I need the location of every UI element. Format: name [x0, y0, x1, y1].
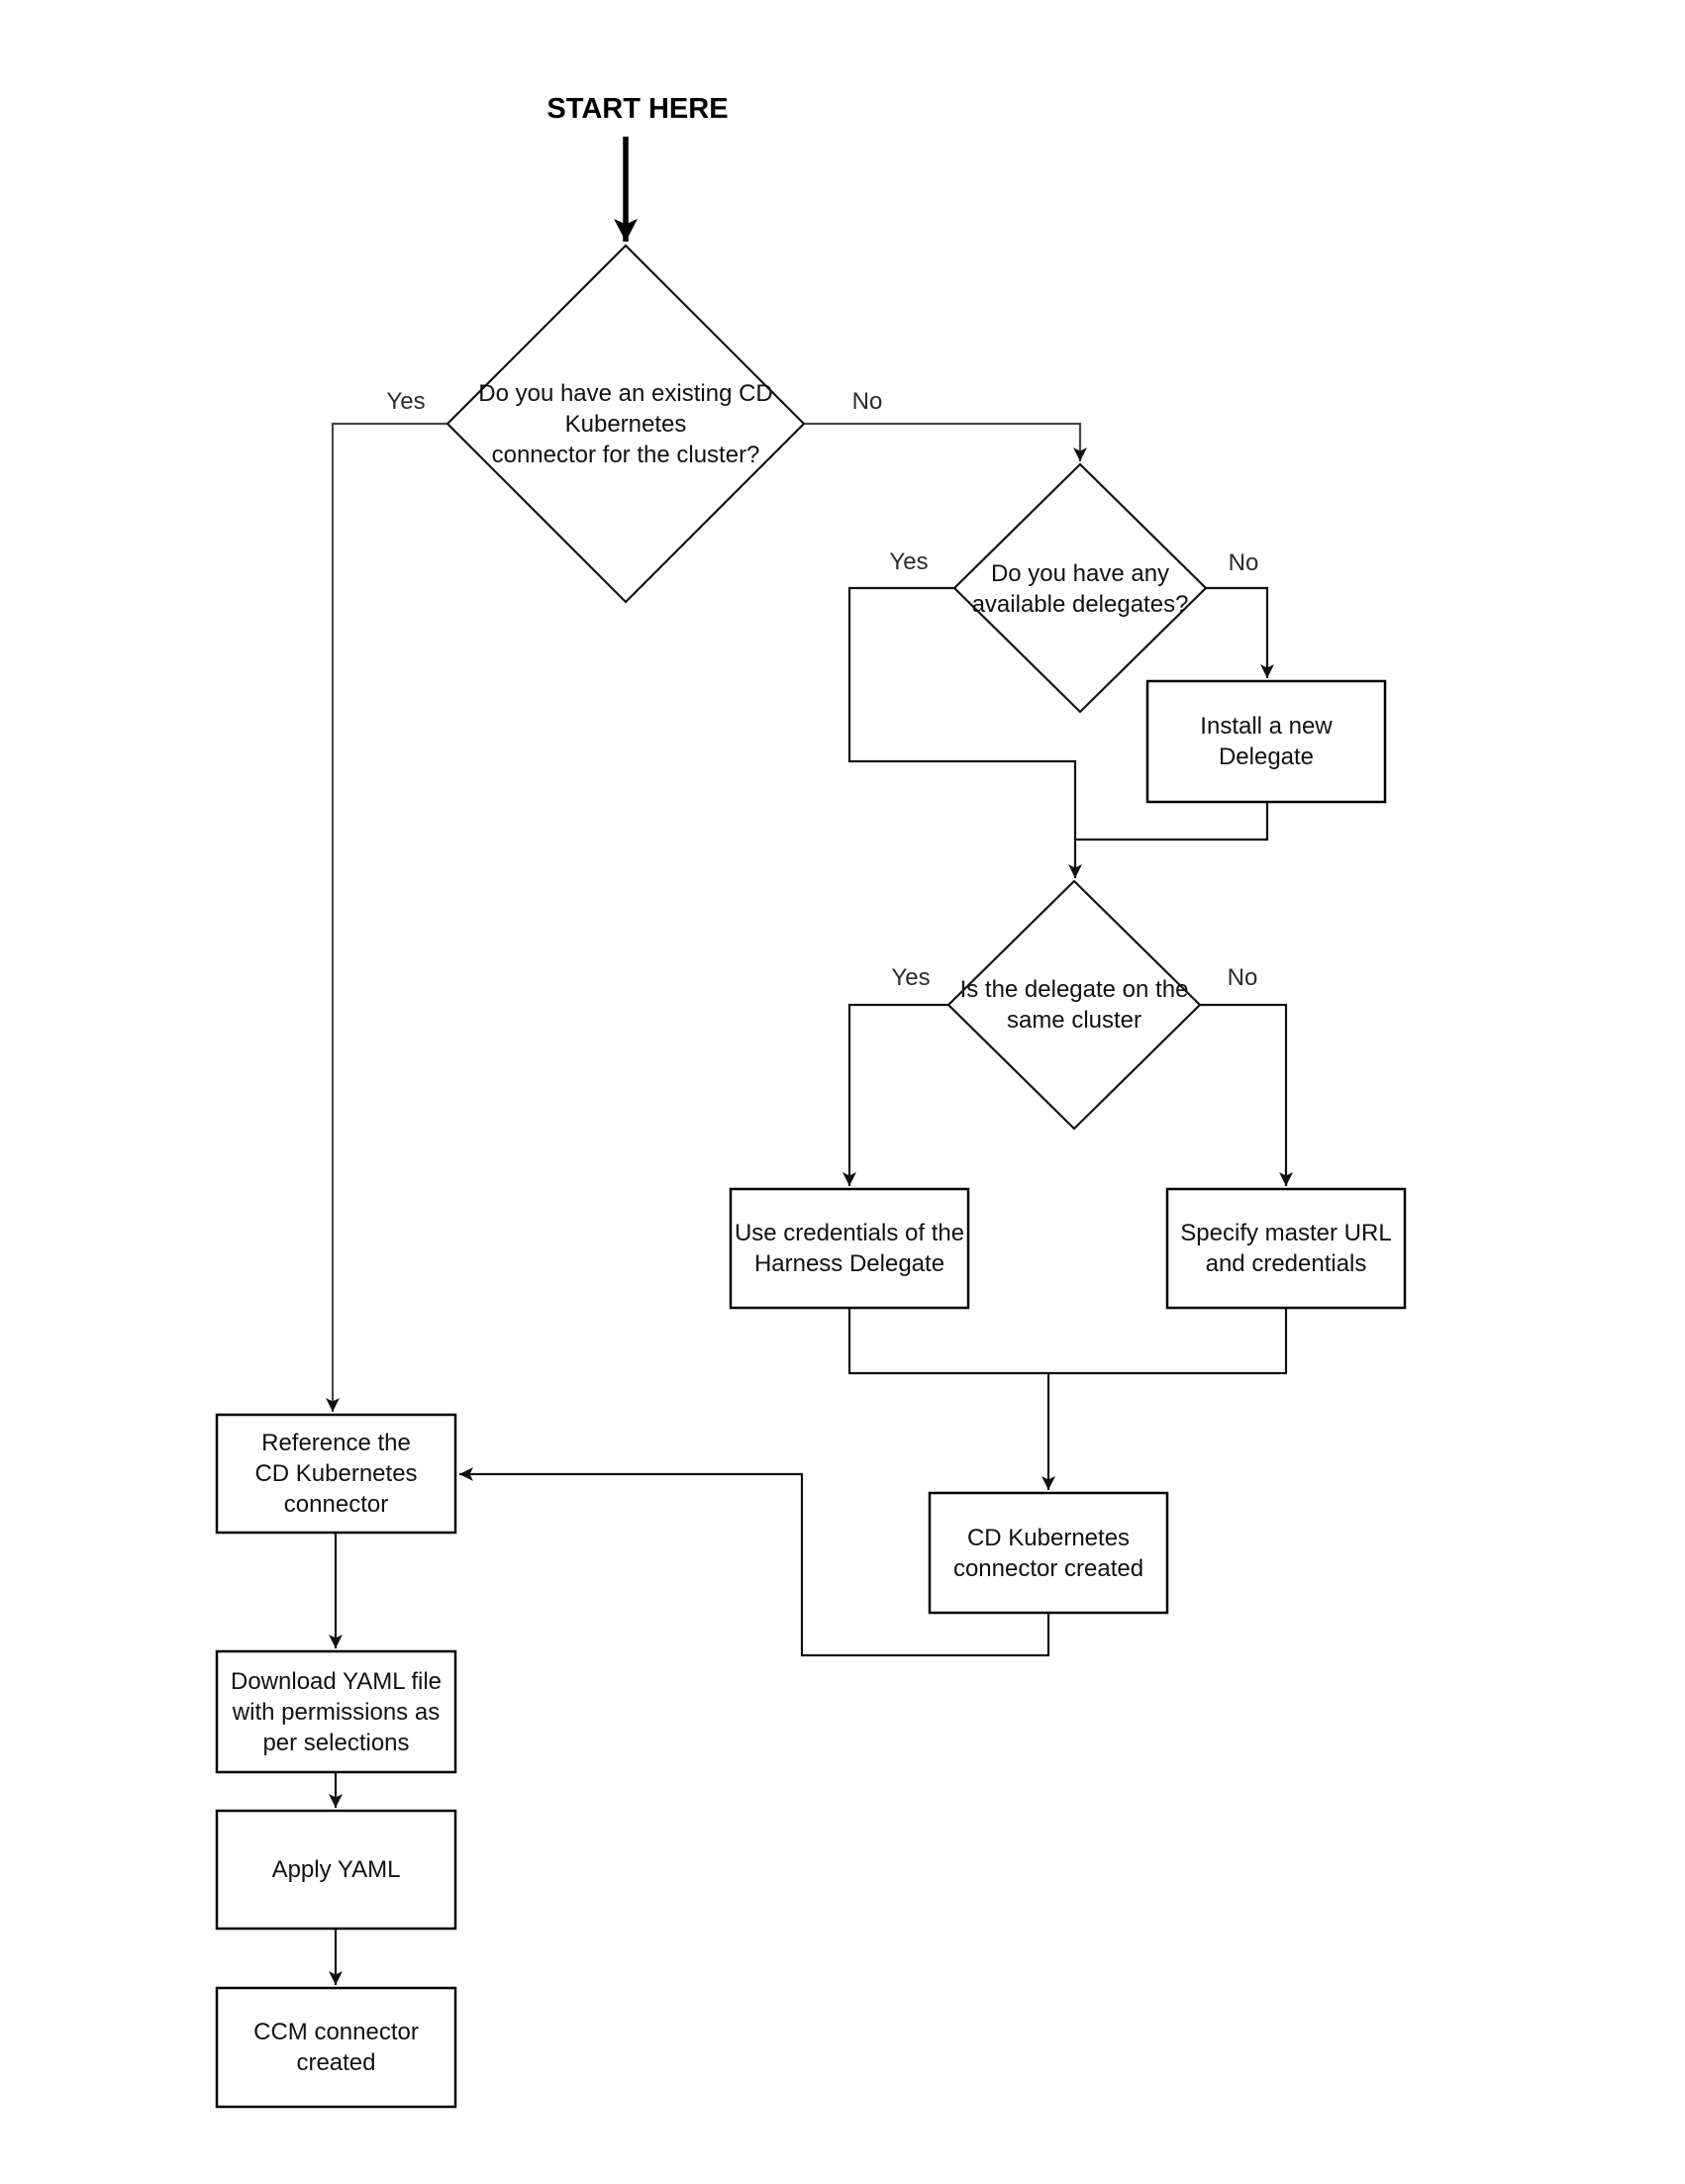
edge-label-d1-no: No — [851, 388, 883, 415]
box-install-delegate-label: Install a new Delegate — [1200, 713, 1333, 770]
start-here-label: START HERE — [546, 92, 729, 125]
box-specify-master-url — [1165, 1187, 1407, 1310]
edge-label-d2-yes: Yes — [889, 548, 929, 575]
edge-d3-no-to-specify — [1200, 1003, 1293, 1186]
box-cd-connector-created-label: CD Kubernetes connector created — [952, 1524, 1144, 1582]
box-apply-yaml — [215, 1809, 457, 1931]
edge-label-d2-no: No — [1228, 549, 1259, 576]
diamond-existing-cd-connector-label: Do you have an existing CD Kubernetes co… — [478, 379, 773, 468]
box-use-credentials-label: Use credentials of the Harness Delegate — [734, 1220, 965, 1277]
diamond-available-delegates — [952, 462, 1208, 714]
box-download-yaml — [215, 1649, 457, 1774]
diamond-available-delegates-label: Do you have any available delegates? — [971, 560, 1189, 618]
edge-install-to-d3 — [1075, 802, 1269, 842]
edge-label-d1-yes: Yes — [386, 388, 426, 415]
edge-d1-yes-to-reference — [326, 422, 447, 1412]
box-use-credentials — [729, 1187, 970, 1310]
diamond-existing-cd-connector — [446, 244, 806, 604]
box-ccm-connector-created — [215, 1986, 457, 2109]
box-reference-connector-label: Reference the CD Kubernetes connector — [254, 1430, 418, 1518]
edge-d2-yes-to-d3 — [847, 586, 1082, 878]
edge-label-d3-yes: Yes — [891, 964, 931, 991]
box-ccm-connector-created-label: CCM connector created — [253, 2019, 419, 2076]
diamond-delegate-same-cluster-label: Is the delegate on the same cluster — [959, 976, 1189, 1034]
diamond-delegate-same-cluster — [946, 879, 1202, 1131]
edge-label-d3-no: No — [1227, 964, 1258, 991]
box-apply-yaml-label: Apply YAML — [271, 1856, 401, 1883]
box-install-delegate — [1145, 679, 1387, 804]
box-specify-master-url-label: Specify master URL and credentials — [1180, 1220, 1392, 1277]
edge-d1-no-to-d2 — [805, 422, 1087, 461]
edge-cd-created-to-reference — [459, 1467, 1050, 1657]
box-cd-connector-created — [928, 1491, 1169, 1615]
box-reference-connector — [215, 1413, 457, 1535]
edge-d2-no-to-install — [1206, 586, 1274, 678]
box-download-yaml-label: Download YAML file with permissions as p… — [231, 1667, 442, 1756]
edge-d3-yes-to-use-credentials — [842, 1003, 948, 1186]
